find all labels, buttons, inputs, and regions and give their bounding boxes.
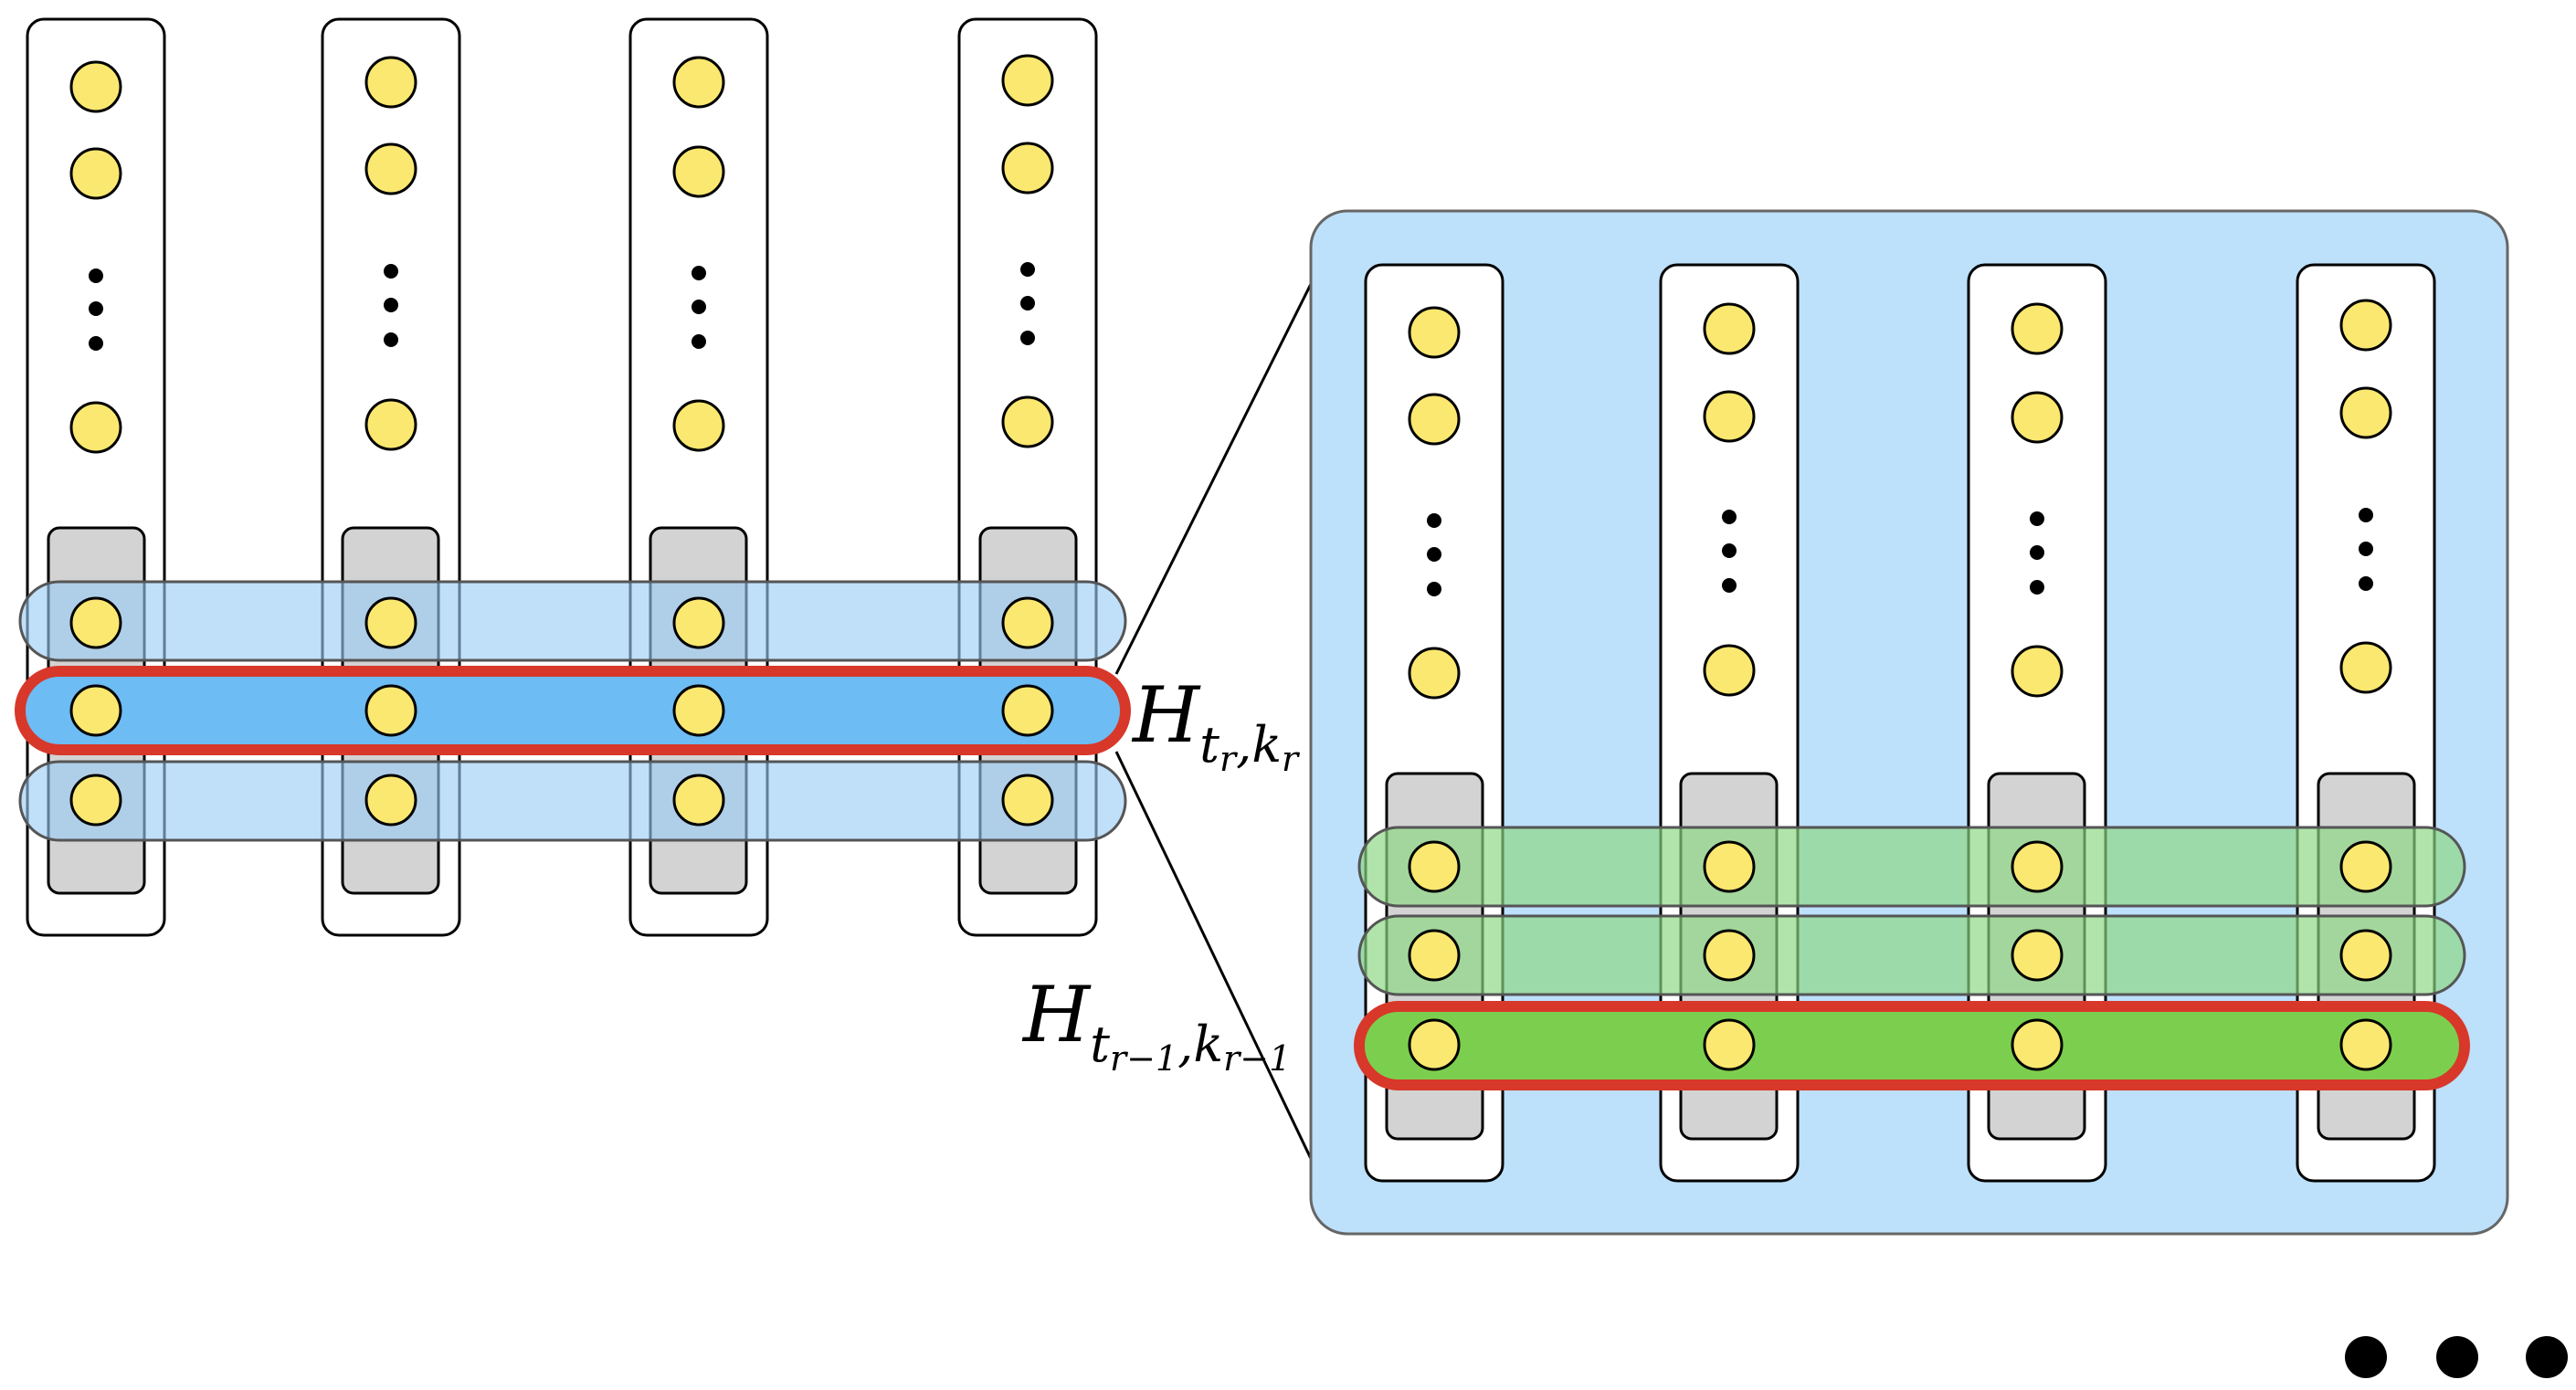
left-selected-node	[69, 684, 122, 737]
left-selected-node	[364, 684, 417, 737]
ellipsis-dot	[2345, 1336, 2387, 1378]
right-row-band-2	[1357, 914, 2466, 996]
left-node	[69, 401, 122, 454]
right-band-node	[1703, 840, 1756, 893]
left-node	[69, 147, 122, 200]
left-node	[1001, 54, 1054, 107]
right-node	[2339, 386, 2392, 439]
left-node	[672, 145, 725, 198]
right-selected-node	[1408, 1018, 1461, 1071]
ellipsis-dot	[2436, 1336, 2478, 1378]
right-node	[1408, 306, 1461, 359]
right-node	[1703, 644, 1756, 697]
right-band-node	[1703, 929, 1756, 982]
left-band-node	[672, 774, 725, 827]
left-node	[364, 56, 417, 109]
right-node	[2011, 302, 2064, 355]
right-band-node	[2339, 840, 2392, 893]
left-node	[364, 142, 417, 195]
left-row-band-3	[18, 760, 1127, 842]
right-node	[2011, 645, 2064, 698]
continuation-ellipsis	[2345, 1336, 2568, 1378]
right-node	[1408, 393, 1461, 446]
left-selected-node	[1001, 684, 1054, 737]
right-band-node	[1408, 929, 1461, 982]
ellipsis-dot	[2526, 1336, 2568, 1378]
left-selected-node	[672, 684, 725, 737]
right-band-node	[1408, 840, 1461, 893]
right-node	[2339, 641, 2392, 694]
label-h-tr1-kr1: Htr−1,kr−1	[1021, 970, 1291, 1079]
right-band-node	[2011, 840, 2064, 893]
left-node	[1001, 142, 1054, 195]
right-band-node	[2339, 929, 2392, 982]
left-band-node	[69, 596, 122, 649]
right-selected-node	[2011, 1018, 2064, 1071]
left-band-node	[672, 596, 725, 649]
right-node	[2339, 299, 2392, 352]
left-node	[69, 60, 122, 113]
right-row-band-1	[1357, 826, 2466, 908]
left-band-node	[1001, 596, 1054, 649]
right-node	[1703, 302, 1756, 355]
left-row-band-1	[18, 580, 1127, 662]
left-band-node	[1001, 774, 1054, 827]
left-node	[1001, 395, 1054, 448]
left-node	[672, 56, 725, 109]
right-vertical-ellipsis	[1427, 508, 2373, 596]
left-node	[672, 399, 725, 452]
right-node	[2011, 391, 2064, 444]
left-band-node	[364, 774, 417, 827]
left-vertical-ellipsis	[89, 262, 1035, 351]
right-node	[1703, 390, 1756, 443]
label-h-tr-kr: Htr,kr	[1131, 670, 1301, 779]
right-selected-node	[2339, 1018, 2392, 1071]
zoom-line-bottom	[1114, 751, 1326, 1188]
left-group	[15, 17, 1131, 937]
right-selected-row-band	[1354, 1001, 2470, 1090]
right-selected-node	[1703, 1018, 1756, 1071]
right-node	[1408, 647, 1461, 700]
right-group	[1309, 209, 2509, 1236]
left-node	[364, 398, 417, 451]
left-band-node	[69, 774, 122, 827]
zoom-line-top	[1114, 278, 1315, 675]
right-band-node	[2011, 929, 2064, 982]
left-selected-row-band	[15, 666, 1131, 755]
left-band-node	[364, 596, 417, 649]
